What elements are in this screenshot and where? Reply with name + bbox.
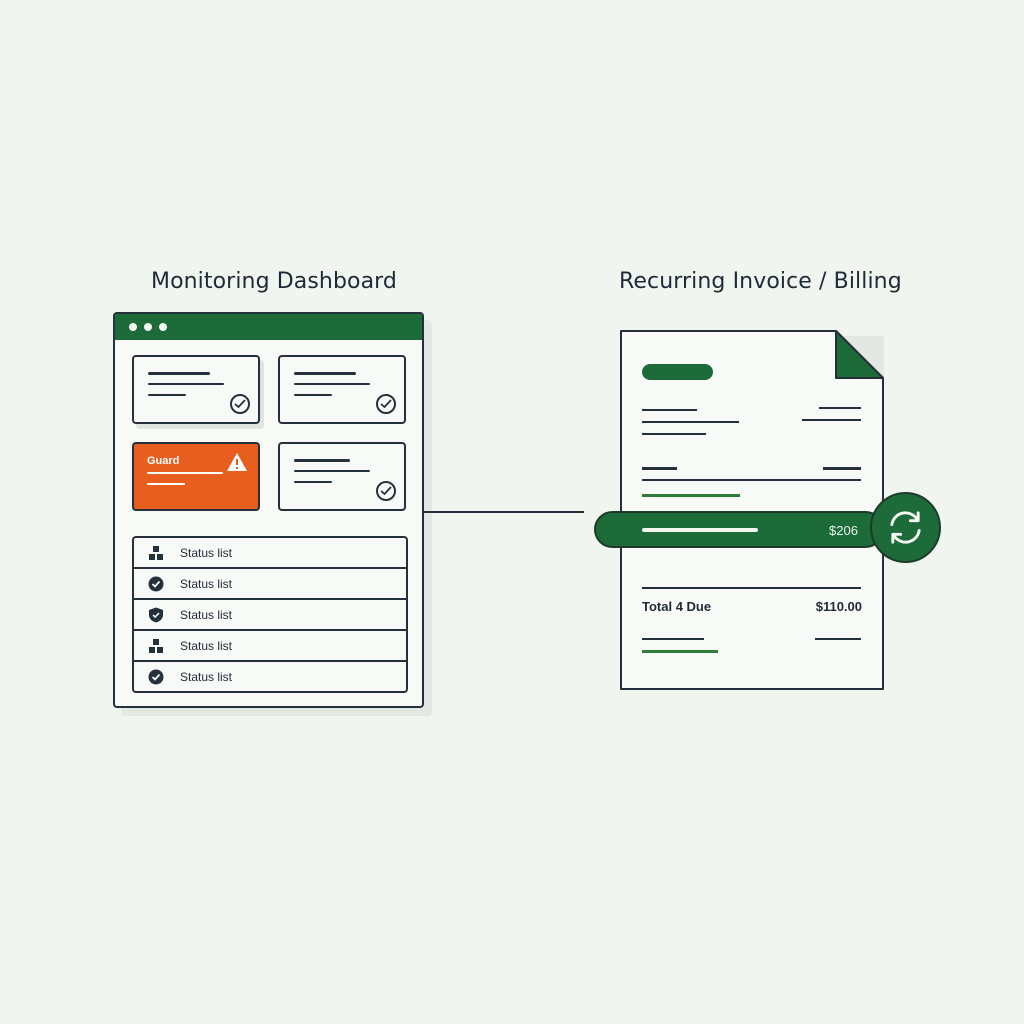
guard-alert-card[interactable]: Guard: [132, 442, 260, 511]
user-icon: [149, 639, 163, 653]
window-dot-icon[interactable]: [129, 323, 137, 331]
shield-icon: [149, 607, 163, 623]
list-item-label: Status list: [180, 670, 233, 684]
window-dot-icon[interactable]: [144, 323, 152, 331]
window-dot-icon[interactable]: [159, 323, 167, 331]
list-item-label: Status list: [180, 608, 233, 622]
check-circle-icon: [230, 394, 250, 414]
status-card[interactable]: [278, 442, 406, 511]
invoice-document: Total 4 Due $110.00: [620, 330, 884, 690]
status-list: Status list Status list Status list Stat…: [132, 536, 408, 693]
total-due-label: Total 4 Due: [642, 599, 712, 614]
invoice-header-pill: [642, 364, 713, 380]
alert-card-label: Guard: [147, 455, 180, 467]
check-circle-icon: [148, 576, 164, 592]
check-circle-icon: [376, 394, 396, 414]
recurring-cycle-button[interactable]: [870, 492, 941, 563]
status-card[interactable]: [278, 355, 406, 424]
list-item[interactable]: Status list: [134, 598, 406, 629]
list-item-label: Status list: [180, 546, 233, 560]
list-item-label: Status list: [180, 639, 233, 653]
recurring-charge-band[interactable]: $206: [594, 511, 884, 548]
user-icon: [149, 546, 163, 560]
dashboard-title: Monitoring Dashboard: [151, 269, 397, 294]
list-item[interactable]: Status list: [134, 660, 406, 691]
window-titlebar: [115, 314, 422, 340]
check-circle-icon: [376, 481, 396, 501]
warning-icon: [227, 453, 247, 471]
invoice-title: Recurring Invoice / Billing: [619, 269, 902, 294]
list-item[interactable]: Status list: [134, 538, 406, 567]
list-item-label: Status list: [180, 577, 233, 591]
recurring-amount: $206: [829, 523, 858, 538]
invoice-paper: [620, 330, 884, 690]
dashboard-window: Guard Status list: [113, 312, 424, 708]
refresh-icon: [890, 511, 921, 544]
check-circle-icon: [148, 669, 164, 685]
status-card[interactable]: [132, 355, 260, 424]
total-due-amount: $110.00: [815, 599, 862, 614]
connector-line: [424, 511, 584, 513]
list-item[interactable]: Status list: [134, 629, 406, 660]
list-item[interactable]: Status list: [134, 567, 406, 598]
